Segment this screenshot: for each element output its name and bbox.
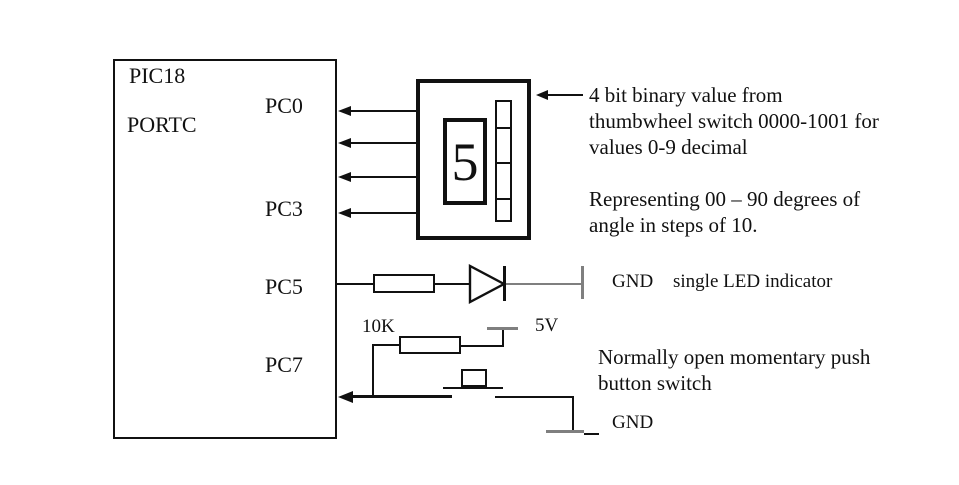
led-wire xyxy=(337,283,373,285)
button-contact-bar xyxy=(443,387,503,389)
bus-arrow-head xyxy=(338,208,351,218)
bus-arrow-wire xyxy=(349,176,416,178)
angle-note: Representing 00 – 90 degrees of angle in… xyxy=(589,187,861,237)
pullup-value-label: 10K xyxy=(362,316,395,337)
led-gnd-wire xyxy=(506,283,582,285)
diode-cathode-bar xyxy=(503,266,506,301)
bus-arrow-wire xyxy=(349,212,416,214)
chip-title: PIC18 xyxy=(129,63,186,88)
callout-arrow-head xyxy=(536,90,548,100)
strip-divider xyxy=(497,162,510,164)
pullup-resistor xyxy=(399,336,461,354)
pc7-arrow-head xyxy=(338,391,353,403)
thumbwheel-digit: 5 xyxy=(451,131,479,192)
bus-arrow-wire xyxy=(349,142,416,144)
pullup-drop-wire xyxy=(372,344,374,398)
led-wire xyxy=(435,283,470,285)
button-gnd-label: GND xyxy=(612,412,654,433)
pullup-left-wire xyxy=(373,344,399,346)
thumbwheel-note: 4 bit binary value from thumbwheel switc… xyxy=(589,83,879,159)
pin-label-pc7: PC7 xyxy=(265,352,303,377)
bus-arrow-head xyxy=(338,106,351,116)
chip-port-label: PORTC xyxy=(127,112,197,137)
strip-divider xyxy=(497,127,510,129)
led-gnd-terminal xyxy=(581,266,584,299)
led-indicator-note: single LED indicator xyxy=(673,271,833,292)
supply-label: 5V xyxy=(535,315,559,336)
pin-label-pc3: PC3 xyxy=(265,196,303,221)
button-note: Normally open momentary push button swit… xyxy=(598,345,871,395)
pc7-arrow-wire xyxy=(351,395,452,398)
button-gnd-drop xyxy=(572,396,574,432)
thumbwheel-actuator-strip xyxy=(495,100,512,222)
button-gnd-dash xyxy=(584,433,599,435)
button-cap xyxy=(461,369,487,387)
led-gnd-label: GND xyxy=(612,271,654,292)
thumbwheel-digit-window: 5 xyxy=(443,118,487,205)
bus-arrow-wire xyxy=(349,110,416,112)
bus-arrow-head xyxy=(338,138,351,148)
button-gnd-wire xyxy=(495,396,574,398)
supply-wire xyxy=(502,328,504,346)
pin-label-pc0: PC0 xyxy=(265,93,303,118)
pic18-chip-box xyxy=(113,59,337,439)
pin-label-pc5: PC5 xyxy=(265,274,303,299)
strip-divider xyxy=(497,198,510,200)
supply-terminal xyxy=(487,327,518,330)
button-gnd-terminal xyxy=(546,430,584,433)
bus-arrow-head xyxy=(338,172,351,182)
callout-arrow-wire xyxy=(546,94,583,96)
led-resistor xyxy=(373,274,435,293)
pullup-right-wire xyxy=(461,345,504,347)
diode-symbol xyxy=(468,264,507,304)
